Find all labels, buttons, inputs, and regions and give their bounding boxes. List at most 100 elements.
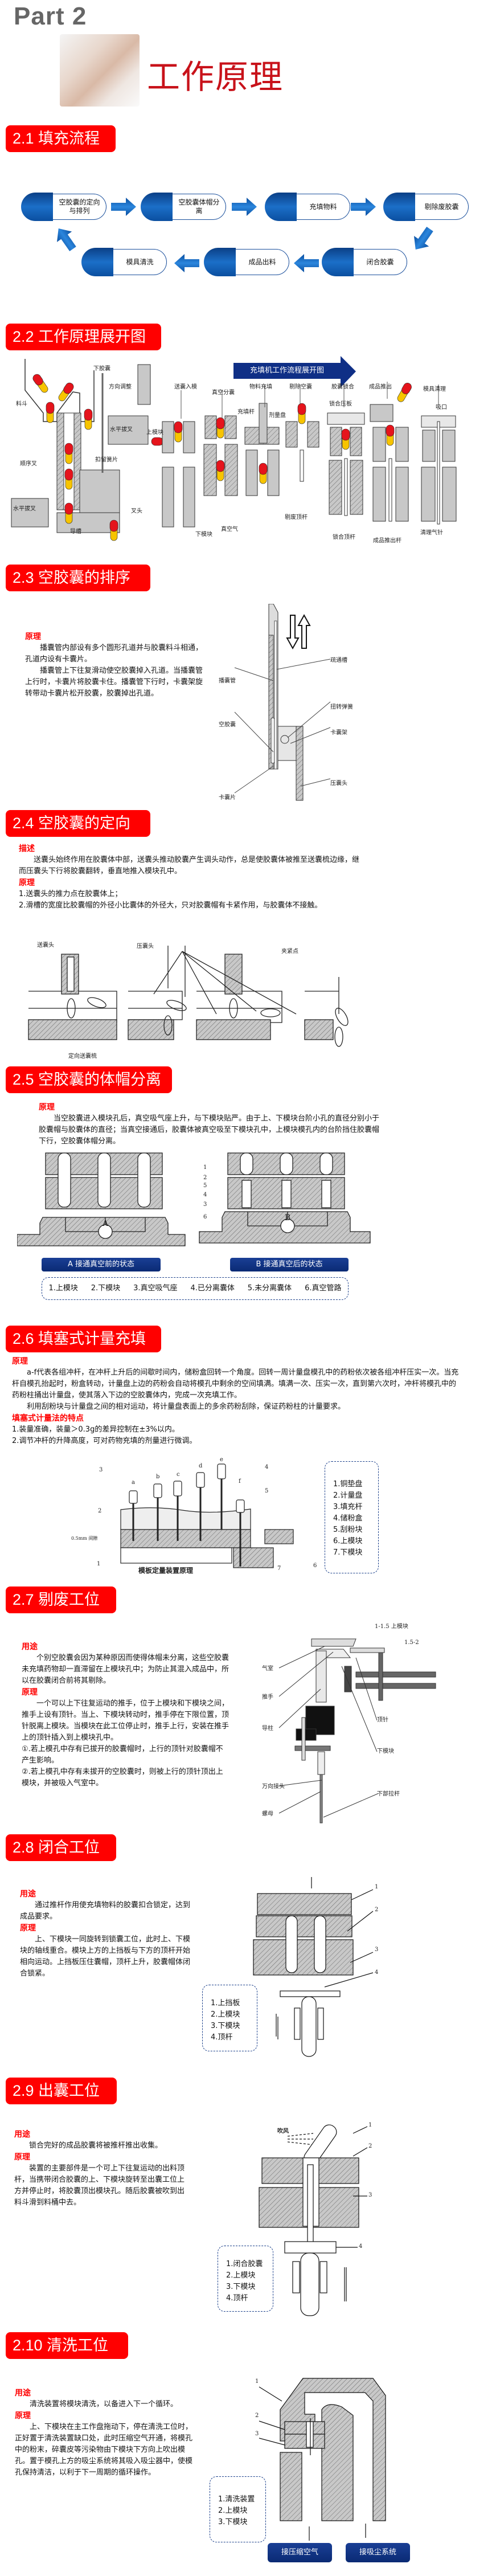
legend-item: 3.下模块 (211, 2022, 240, 2030)
legend-item: 2.上模块 (226, 2271, 256, 2280)
number-label: 2 (368, 2143, 372, 2149)
label: 真空分囊 (212, 390, 235, 396)
legend-item: 5.未分离囊体 (247, 1284, 292, 1293)
section-header-2-1: 2.1 填充流程 (6, 125, 116, 152)
label: 成品推出 (369, 384, 392, 390)
label: 下胶囊 (93, 366, 110, 372)
label: 成品推出杆 (373, 538, 401, 544)
label: 顺序叉 (20, 461, 37, 467)
section-2-3-text: 原理 播囊管内部设有多个圆形孔道并与胶囊料斗相通，孔道内设有卡囊片。 播囊管上下… (25, 631, 207, 700)
number-label: 6 (313, 1563, 317, 1569)
label: 送囊入模 (174, 384, 197, 390)
paragraph: 当空胶囊进入模块孔后，真空吸气座上升，与下模块贴严。由于上、下模块台阶小孔的直径… (39, 1114, 380, 1146)
flow-step-label: 剔除废胶囊 (415, 194, 469, 220)
number-label: 5 (265, 1488, 269, 1494)
rod-label: e (220, 1457, 223, 1463)
paragraph: a-f代表各组冲杆，在冲杆上升后的间歇时间内，储粉盒回转一个角度。回转一周计量盘… (12, 1368, 459, 1400)
label: 扣留簧片 (95, 457, 118, 463)
flow-step-label: 闭合胶囊 (354, 249, 407, 275)
number-label: 3 (375, 1947, 379, 1953)
label: 扭转弹簧 (330, 704, 353, 710)
number-label: 1 (203, 1164, 207, 1171)
legend-item: 1.闭合胶囊 (226, 2260, 263, 2268)
label: 卡囊架 (330, 730, 347, 736)
section-2-9-text: 用途 锁合完好的成品胶囊将被推杆推出收集。 原理 装置的主要部件是一个可上下往复… (14, 2129, 185, 2209)
legend-item: 6.真空管路 (305, 1284, 342, 1293)
label: 上模块 (146, 430, 163, 436)
label: 导槽 (70, 529, 81, 535)
number-label: 1 (375, 1884, 379, 1890)
label: 吸口 (436, 404, 447, 411)
list-item: 1.装量准确，装量＞0.3g的差异控制在±3%以内。 (12, 1425, 179, 1434)
number-label: 5 (203, 1183, 207, 1189)
label: 1.5-2 (404, 1639, 419, 1646)
number-label: 3 (368, 2192, 372, 2198)
label: 下部拉杆 (377, 1791, 400, 1797)
dosing-diagram: a b c d e f 1 2 3 4 5 6 7 0.5mm 间隙 模板定量装… (68, 1457, 317, 1578)
section-2-8-text: 用途 通过推杆作用使充填物料的胶囊扣合锁定，达到成品要求。 原理 上、下模块一同… (20, 1888, 194, 1980)
label: 水平拔叉 (13, 506, 36, 512)
dust-system-button[interactable]: 接吸尘系统 (346, 2543, 410, 2562)
legend-item: 2.上模块 (211, 2010, 240, 2019)
principle-label: 原理 (19, 878, 35, 888)
legend-item: 3.下模块 (218, 2518, 248, 2526)
number-label: 7 (277, 1565, 281, 1572)
number-label: 2 (203, 1175, 207, 1181)
compressed-air-button[interactable]: 接压缩空气 (268, 2543, 332, 2562)
banner-arrow (233, 356, 356, 387)
description-label: 描述 (19, 844, 35, 853)
legend-item: 2.下模块 (91, 1284, 121, 1293)
number-label: 3 (255, 2431, 259, 2437)
rod-label: f (239, 1478, 241, 1485)
legend-item: 1.上挡板 (211, 1999, 240, 2007)
legend-item: 4.顶杆 (211, 2033, 233, 2042)
rod-label: b (156, 1474, 160, 1480)
flow-step-label: 空胶囊的定向与排列 (53, 194, 106, 220)
label: 真空气 (221, 526, 238, 533)
flow-step-label: 成品出料 (236, 249, 289, 275)
list-item: 1.送囊头的推力点在胶囊体上； (19, 890, 122, 898)
number-label: 4 (375, 1969, 379, 1976)
diagram-caption: 模板定量装置原理 (138, 1567, 194, 1575)
arrow-left-icon (294, 254, 319, 272)
part-number: Part 2 (14, 2, 87, 30)
flow-step: 空胶囊体帽分离 (141, 193, 226, 221)
label: 剔废顶杆 (285, 514, 308, 521)
flow-step: 充填物料 (265, 193, 350, 221)
banner-title: 充填机工作流程展开图 (249, 366, 324, 375)
legend-item: 3.真空吸气座 (133, 1284, 178, 1293)
state-b-button[interactable]: B 接通真空后的状态 (230, 1258, 349, 1271)
label: 料斗 (16, 401, 27, 407)
principle-label: 原理 (22, 1688, 38, 1697)
flow-step: 闭合胶囊 (322, 248, 407, 276)
arrow-up-left-icon (51, 223, 81, 255)
state-a-button[interactable]: A 接通真空前的状态 (42, 1258, 161, 1271)
number-label: 3 (99, 1467, 103, 1473)
label: 万向接头 (262, 1784, 285, 1790)
legend-item: 1.清洗装置 (218, 2495, 255, 2504)
legend-item: 4.储粉盒 (333, 1514, 363, 1523)
arrow-right-icon (232, 198, 257, 216)
label: 压囊头 (137, 943, 154, 950)
paragraph: 利用刮粉块与计量盘之间的相对运动，将计量盘表面上的多余药粉刮除，保证药粉柱的计量… (27, 1403, 346, 1411)
number-label: 2 (255, 2413, 259, 2419)
label: 物料充填 (249, 384, 272, 390)
label: 螺母 (262, 1811, 273, 1817)
section-2-6-text: 原理 a-f代表各组冲杆，在冲杆上升后的间歇时间内，储粉盒回转一个角度。回转一周… (12, 1356, 462, 1447)
number-label: 6 (203, 1214, 207, 1220)
usage-label: 用途 (22, 1642, 38, 1651)
label: 清理气针 (420, 530, 443, 536)
section-header-2-2: 2.2 工作原理展开图 (6, 324, 161, 350)
legend-item: 3.填充杆 (333, 1503, 363, 1511)
label: 叉头 (131, 508, 142, 514)
usage-label: 用途 (15, 2389, 31, 2398)
section-header-2-8: 2.8 闭合工位 (6, 1834, 116, 1861)
label-a: A (103, 1219, 109, 1228)
paragraph: 装置的主要部件是一个可上下往复运动的出料顶杆，当携带闭合胶囊的上、下模块旋转至出… (14, 2164, 185, 2207)
flow-step: 空胶囊的定向与排列 (21, 193, 106, 221)
number-label: 2 (375, 1907, 379, 1913)
label: 水平拔叉 (110, 427, 133, 433)
